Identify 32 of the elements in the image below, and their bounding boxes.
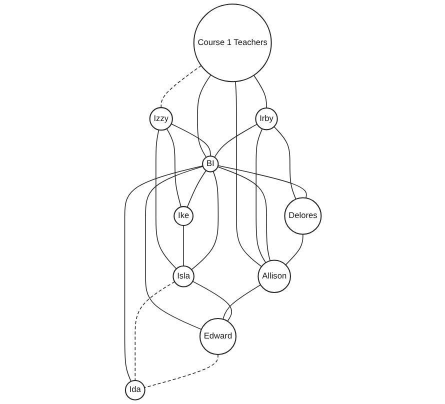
node-circle: Irby xyxy=(254,108,278,130)
node-circle: Allison xyxy=(257,260,291,294)
node-circle: BI xyxy=(202,156,218,172)
node-circle: Edward xyxy=(199,318,236,356)
node-circle: Course 1 Teachers xyxy=(192,4,272,82)
connector xyxy=(196,74,211,158)
connector xyxy=(234,81,262,267)
connector xyxy=(222,284,261,320)
node-circle: Ida xyxy=(124,380,145,400)
connector xyxy=(273,126,296,200)
connector xyxy=(182,225,184,266)
connector xyxy=(124,165,203,382)
connector xyxy=(170,123,210,157)
node-circle: Izzy xyxy=(148,107,172,131)
connector xyxy=(134,281,175,381)
node-circle: Isla xyxy=(172,265,194,288)
connector xyxy=(155,130,176,270)
connector xyxy=(166,128,181,208)
node-circle: Delores xyxy=(284,197,322,235)
node-circle: Ike xyxy=(173,206,194,226)
connector xyxy=(144,354,218,388)
connector xyxy=(160,65,202,108)
connector xyxy=(186,170,206,208)
connector xyxy=(214,124,258,158)
connector xyxy=(144,166,203,330)
connector xyxy=(255,128,266,264)
connector xyxy=(284,234,303,266)
connector xyxy=(217,165,306,198)
connector xyxy=(253,74,266,108)
connector xyxy=(216,166,270,262)
connector xyxy=(190,170,218,270)
connector xyxy=(192,280,232,322)
